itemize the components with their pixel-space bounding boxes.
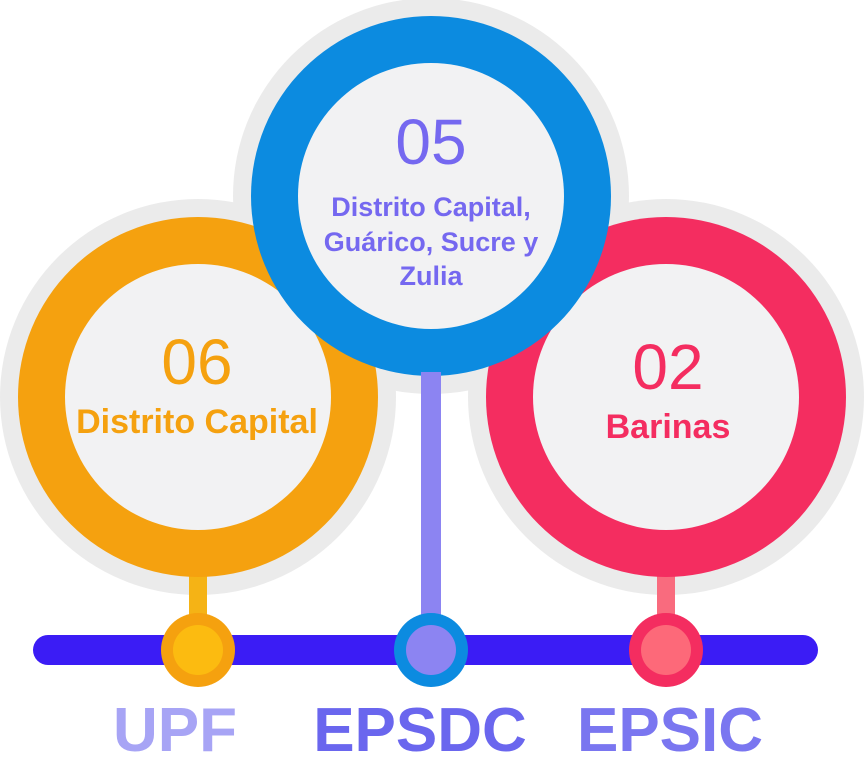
label-epsdc: EPSDC — [313, 696, 527, 765]
blue-circle-content: 05 Distrito Capital, Guárico, Sucre y Zu… — [300, 110, 562, 294]
red-node-core — [641, 625, 691, 675]
orange-circle-number: 06 — [161, 326, 233, 398]
blue-node-core — [406, 625, 456, 675]
blue-connector — [421, 372, 441, 650]
red-circle-region: Barinas — [605, 408, 731, 446]
orange-circle-content: 06 Distrito Capital — [66, 330, 328, 441]
blue-circle-number: 05 — [395, 106, 467, 178]
label-upf: UPF — [113, 696, 237, 765]
blue-ring-inner — [298, 63, 564, 329]
blue-circle-region: Distrito Capital, Guárico, Sucre y Zulia — [323, 192, 539, 292]
orange-circle-region: Distrito Capital — [76, 403, 318, 441]
red-ring-inner — [533, 264, 799, 530]
orange-node-core — [173, 625, 223, 675]
red-circle-number: 02 — [632, 331, 704, 403]
red-circle-content: 02 Barinas — [533, 335, 803, 446]
orange-ring-inner — [65, 264, 331, 530]
label-epsic: EPSIC — [576, 696, 764, 765]
